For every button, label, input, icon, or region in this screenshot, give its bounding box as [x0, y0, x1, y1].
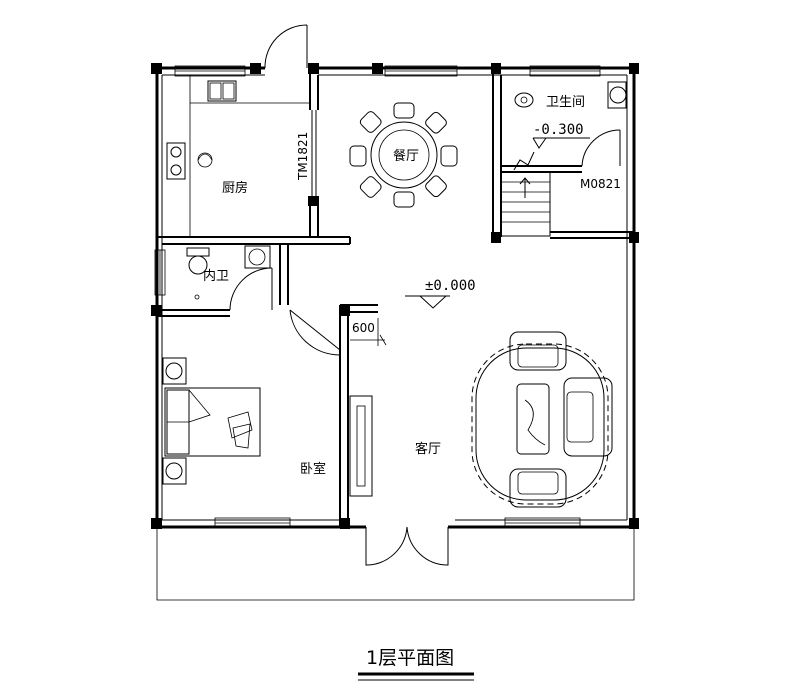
bathroom-fixtures: [186, 81, 627, 300]
interior-walls: [157, 68, 634, 527]
dining-table: [349, 102, 458, 208]
kitchen-fixtures: [166, 75, 310, 237]
windows: [154, 65, 601, 529]
room-label-dining: 餐厅: [393, 148, 419, 164]
sofa-set: [471, 331, 613, 508]
elevation-bath: -0.300: [533, 122, 584, 138]
terrace-outline: [156, 527, 635, 601]
door-code-tm1821: TM1821: [296, 132, 310, 181]
door-code-m0821: M0821: [580, 177, 621, 191]
doors: [229, 24, 621, 566]
stair: [500, 151, 551, 237]
room-label-inner-bath: 内卫: [203, 268, 229, 284]
bedroom-fixtures: [162, 357, 373, 497]
dimension-600: 600: [352, 321, 375, 335]
dimension-mark: [350, 318, 387, 346]
outer-walls: [155, 66, 636, 529]
room-label-living: 客厅: [415, 441, 441, 457]
elevation-floor: ±0.000: [425, 278, 476, 294]
room-label-bedroom: 卧室: [300, 461, 326, 477]
room-label-bathroom: 卫生间: [546, 95, 585, 110]
room-label-kitchen: 厨房: [222, 180, 248, 196]
elevation-markers: [405, 137, 590, 309]
drawing-title: 1层平面图: [366, 647, 454, 669]
